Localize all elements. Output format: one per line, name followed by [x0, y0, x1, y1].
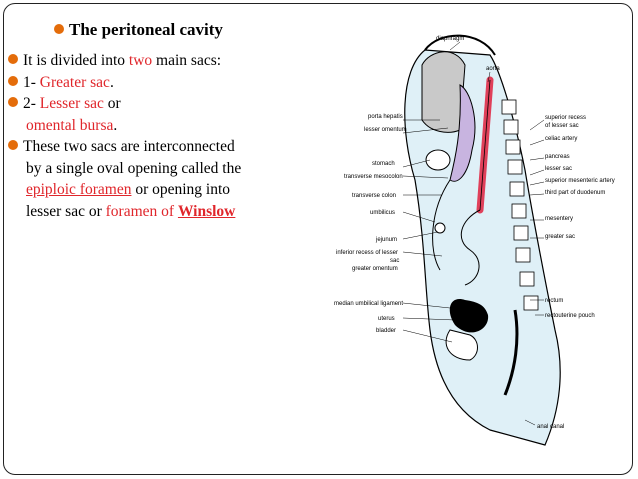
label-pancreas: pancreas: [545, 154, 570, 160]
label-transverse-colon: transverse colon: [352, 193, 396, 199]
label-transverse-mesocolon: transverse mesocolon: [344, 174, 403, 180]
label-greater-sac: greater sac: [545, 234, 575, 240]
text-run: .: [109, 73, 114, 91]
label-lesser-omentum: lesser omentum: [364, 127, 407, 133]
jejunum-loop: [434, 222, 446, 234]
highlight-foramen-of: foramen of: [105, 202, 178, 220]
text-run: It is divided into: [23, 52, 129, 69]
label-jejunum: jejunum: [375, 237, 397, 243]
label-stomach: stomach: [372, 161, 395, 167]
greater-sac-region: [404, 49, 561, 446]
leader-lines: [402, 41, 545, 426]
highlight-winslow: Winslow: [177, 202, 236, 220]
title-text: The peritoneal cavity: [69, 20, 223, 39]
aorta-outline: [479, 79, 491, 211]
bullet-continuation: omental bursa.: [8, 115, 298, 137]
greater-omentum-fold: [432, 179, 451, 271]
highlight-omental-bursa: omental bursa: [26, 116, 114, 134]
text-run: lesser sac or: [26, 202, 106, 220]
label-celiac-artery: celiac artery: [545, 136, 577, 142]
label-sma: superior mesenteric artery: [545, 178, 615, 184]
uterus-shape: [449, 299, 489, 333]
highlight-greater-sac: Greater sac: [39, 73, 110, 91]
label-anal-canal: anal canal: [537, 424, 564, 430]
label-porta-hepatis: porta hepatis: [368, 114, 403, 120]
label-median-umbilical: median umbilical ligament: [334, 301, 403, 307]
label-superior-recess: superior recess: [545, 115, 586, 121]
text-run: by a single oval opening called the: [26, 159, 242, 177]
bullet-icon: [8, 140, 18, 150]
bladder-shape: [445, 329, 478, 361]
bullet-icon: [8, 75, 18, 86]
text-run: 2-: [23, 95, 40, 112]
diaphragm-line: [424, 34, 496, 56]
label-third-part-duodenum: third part of duodenum: [545, 190, 605, 196]
label-uterus: uterus: [378, 316, 395, 322]
bullet-continuation: by a single oval opening called the: [8, 158, 298, 180]
bullet-list: It is divided into two main sacs: 1- Gre…: [8, 50, 298, 222]
label-rectum: rectum: [545, 298, 563, 304]
highlight-lesser-sac: Lesser sac: [39, 95, 104, 112]
bullet-icon: [8, 97, 18, 107]
lesser-sac-region: [449, 84, 476, 182]
label-aorta: aorta: [486, 66, 500, 72]
label-greater-omentum: greater omentum: [352, 266, 398, 272]
bullet-item: 1- Greater sac.: [8, 72, 298, 94]
label-bladder: bladder: [376, 328, 396, 334]
mesentery-fold: [460, 209, 481, 286]
bullet-item: 2- Lesser sac or: [8, 93, 298, 115]
text-run: 1-: [23, 73, 40, 91]
bullet-icon: [8, 54, 18, 64]
label-inferior-recess: inferior recess of lesser: [336, 250, 398, 256]
bullet-item: These two sacs are interconnected: [8, 136, 298, 158]
highlight-epiploic-foramen: epiploic foramen: [26, 181, 132, 198]
label-mesentery: mesentery: [545, 216, 573, 222]
bullet-icon: [54, 24, 64, 34]
label-rectouterine-pouch: rectouterine pouch: [545, 313, 595, 319]
peritoneal-cavity-diagram: diaphragm aorta porta hepatis lesser ome…: [334, 34, 615, 446]
bullet-continuation: lesser sac or foramen of Winslow: [8, 201, 298, 223]
label-umbilicus: umbilicus: [370, 210, 395, 216]
text-run: main sacs:: [152, 52, 222, 69]
text-run: These two sacs are interconnected: [23, 138, 235, 155]
slide-title: The peritoneal cavity: [54, 20, 223, 40]
bullet-continuation: epiploic foramen or opening into: [8, 179, 298, 201]
highlight-two: two: [128, 52, 153, 69]
text-run: or: [103, 95, 121, 112]
slide-frame: [3, 3, 633, 475]
label-of-lesser-sac: of lesser sac: [545, 123, 579, 129]
vertebral-column: [501, 99, 539, 311]
stomach-shape: [425, 149, 451, 171]
label-diaphragm: diaphragm: [436, 36, 464, 42]
bullet-item: It is divided into two main sacs:: [8, 50, 298, 72]
rectum-shape: [503, 309, 519, 396]
label-lesser-sac: lesser sac: [545, 166, 572, 172]
text-run: .: [113, 116, 118, 134]
text-run: or opening into: [131, 181, 231, 198]
label-sac: sac: [390, 258, 399, 264]
